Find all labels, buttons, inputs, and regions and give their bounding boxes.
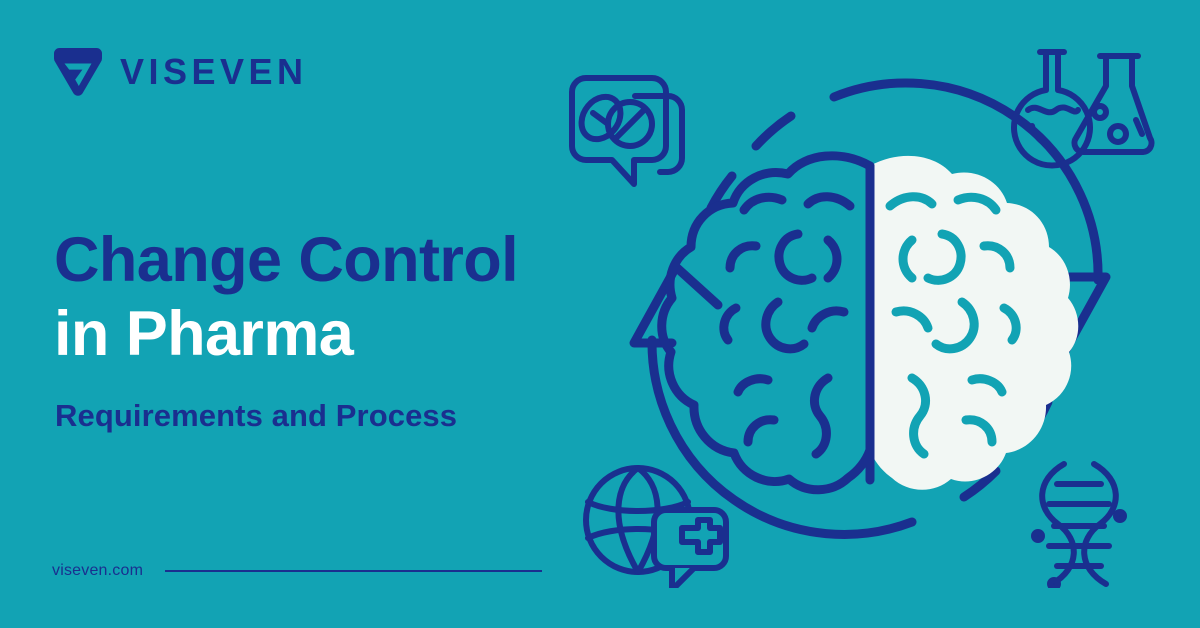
viseven-v7-mark-icon xyxy=(53,48,103,96)
brand-wordmark: VISEVEN xyxy=(120,51,308,92)
page-subtitle: Requirements and Process xyxy=(55,398,458,433)
footer-divider xyxy=(165,570,542,572)
dna-helix-icon xyxy=(1031,461,1127,588)
footer: viseven.com xyxy=(52,562,542,580)
brand-logo[interactable]: VISEVEN xyxy=(52,46,308,98)
website-url[interactable]: viseven.com xyxy=(52,562,144,579)
globe-medical-cross-chat-icon xyxy=(583,465,729,588)
brain-split-hemispheres-icon xyxy=(657,151,1079,495)
hero-illustration xyxy=(560,28,1180,588)
page-title: Change Control in Pharma xyxy=(54,224,614,371)
lab-flasks-icon xyxy=(1011,49,1155,169)
pills-speech-bubble-icon xyxy=(569,75,685,187)
arrow-up-icon xyxy=(629,262,723,348)
title-line-1: Change Control xyxy=(54,225,519,295)
title-line-2: in Pharma xyxy=(54,298,354,369)
